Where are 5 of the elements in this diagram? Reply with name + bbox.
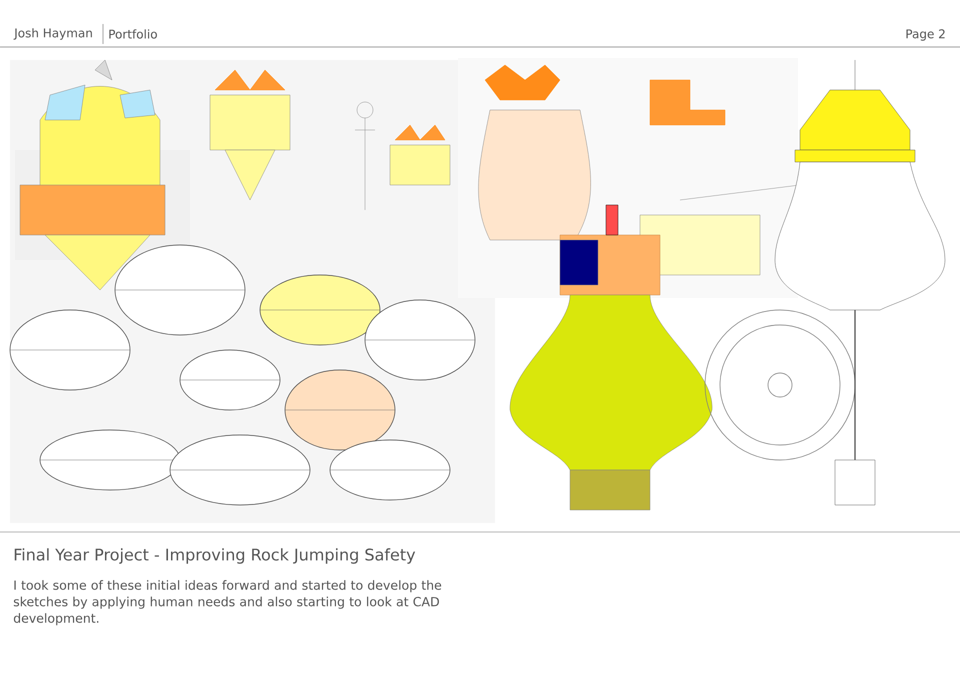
header-label: Portfolio <box>109 29 157 39</box>
page-title: Final Year Project - Improving Rock Jumping Safety <box>14 548 416 564</box>
page-number: Page 2 <box>906 29 945 41</box>
author-name: Josh Hayman <box>14 28 92 40</box>
description-text: I took some of these initial ideas forward and started to develop the sketches by applying human needs and also starting to look at CAD development. <box>14 580 442 626</box>
